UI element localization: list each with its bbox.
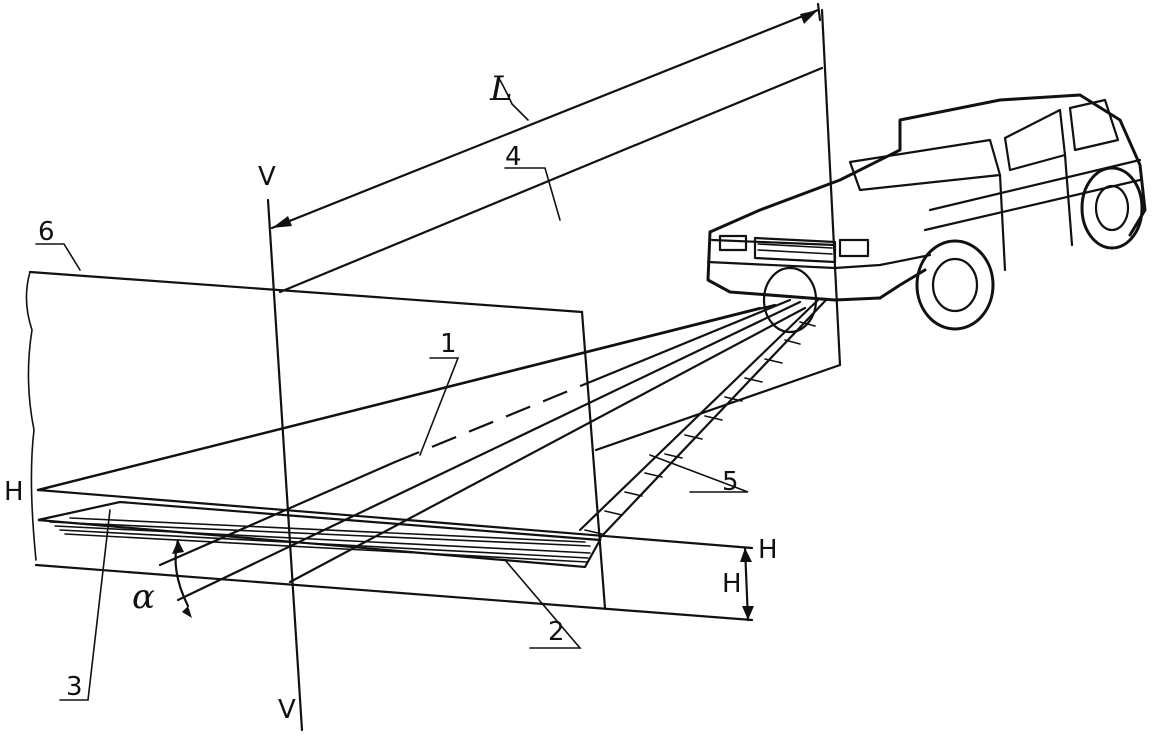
label-h-right: H	[758, 535, 778, 565]
label-5: 5	[722, 467, 739, 497]
label-v-bottom: V	[278, 695, 296, 725]
screen-6	[25, 270, 754, 622]
dimension-l	[270, 2, 822, 230]
line-hh	[36, 488, 754, 550]
label-alpha: α	[132, 577, 155, 617]
axis-vv	[266, 198, 304, 732]
label-l: L	[489, 69, 513, 109]
label-v-top: V	[258, 162, 276, 192]
label-3: 3	[66, 672, 83, 702]
angle-alpha	[172, 538, 192, 618]
dimension-height	[740, 546, 754, 622]
label-1: 1	[440, 329, 457, 359]
label-4: 4	[505, 142, 522, 172]
text-labels: 6 1 4 5 2 3 L V V H H H α	[4, 69, 778, 725]
vertical-plane-4	[278, 8, 842, 452]
leader-lines	[35, 167, 749, 701]
label-6: 6	[38, 217, 55, 247]
label-h-left: H	[4, 477, 24, 507]
label-2: 2	[548, 617, 565, 647]
light-spot-2	[37, 500, 602, 569]
car-illustration	[706, 93, 1147, 334]
label-h-height: H	[722, 569, 742, 599]
projected-beam-5	[578, 298, 828, 540]
